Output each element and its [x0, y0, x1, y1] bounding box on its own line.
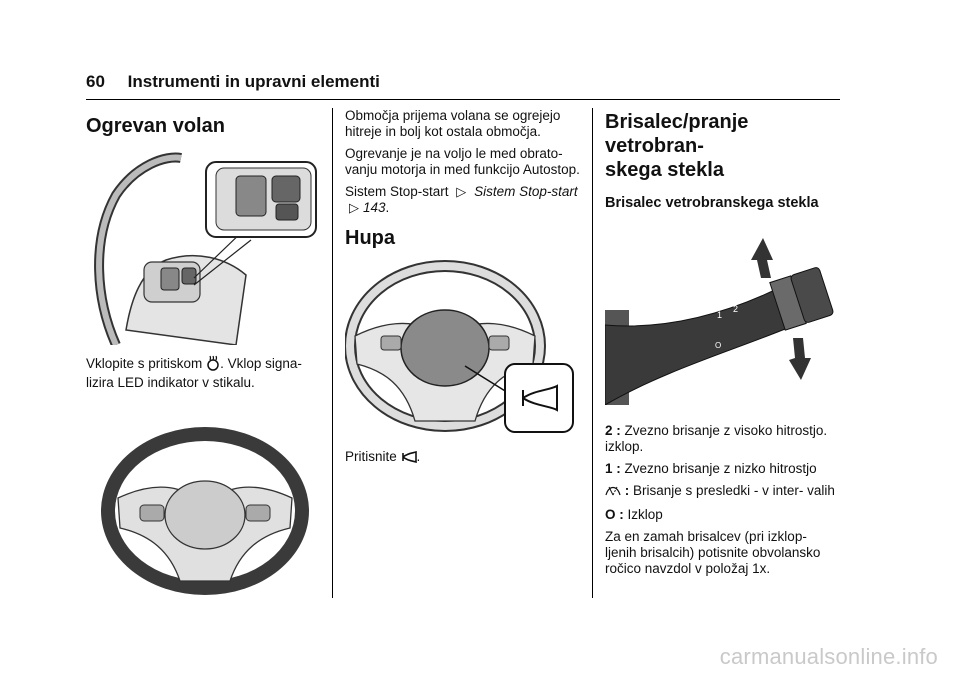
- list-item: O : Izklop: [605, 507, 840, 523]
- page-ref[interactable]: 143: [363, 200, 386, 215]
- heated-wheel-switch-illustration: [94, 152, 317, 345]
- paragraph-press-horn: Pritisnite .: [345, 449, 585, 467]
- page-number: 60: [86, 72, 105, 91]
- subheading-wiper: Brisalec vetrobranskega stekla: [605, 195, 819, 211]
- wiper-positions-list: 2 : Zvezno brisanje z visoko hitrostjo. …: [605, 423, 840, 523]
- heading-line-1: Brisalec/pranje vetrobran-: [605, 111, 749, 157]
- paragraph-single-wipe: Za en zamah brisalcev (pri izklop- ljeni…: [605, 529, 821, 576]
- header-rule: [86, 99, 840, 100]
- list-item-text: Zvezno brisanje z nizko hitrostjo: [624, 461, 817, 476]
- heading-heated-wheel: Ogrevan volan: [86, 115, 225, 137]
- column-2: Območja prijema volana se ogrejejo hitre…: [345, 108, 585, 473]
- paragraph-grip-zones: Območja prijema volana se ogrejejo hitre…: [345, 108, 561, 139]
- paragraph-heated-wheel: Vklopite s pritiskom . Vklop signa- lizi…: [86, 355, 324, 391]
- column-3: Brisalec/pranje vetrobran- skega stekla …: [605, 108, 840, 583]
- reference-arrow-icon-2: ▷: [349, 200, 359, 215]
- list-item-key: :: [624, 483, 630, 498]
- paragraph-heating-availability: Ogrevanje je na voljo le med obrato- van…: [345, 146, 580, 177]
- heading-horn: Hupa: [345, 227, 395, 249]
- column-1: Ogrevan volan Vklopite s pritiskom . Vkl…: [86, 108, 324, 598]
- page-header: 60 Instrumenti in upravni elementi: [86, 72, 380, 92]
- heated-steering-wheel-icon: [206, 355, 220, 375]
- section-title: Instrumenti in upravni elementi: [127, 72, 380, 91]
- reference-arrow-icon: ▷: [456, 184, 467, 199]
- link-stop-start[interactable]: Sistem Stop-start: [474, 184, 578, 199]
- list-item-text: Izklop: [627, 507, 663, 522]
- watermark: carmanualsonline.info: [719, 644, 938, 669]
- list-item-text: Zvezno brisanje z visoko hitrostjo. izkl…: [605, 423, 828, 454]
- wiper-lever-illustration: 1 2 O: [605, 238, 834, 405]
- steering-wheel-illustration: [101, 427, 309, 595]
- horn-icon: [401, 450, 417, 467]
- heading-wiper-washer: Brisalec/pranje vetrobran- skega stekla: [605, 110, 840, 182]
- text-pritisnite: Pritisnite: [345, 449, 397, 464]
- text-press: Vklopite s pritiskom: [86, 356, 203, 371]
- svg-text:O: O: [715, 341, 721, 350]
- column-divider-2: [592, 108, 593, 598]
- list-item: 1 : Zvezno brisanje z nizko hitrostjo: [605, 461, 840, 477]
- paragraph-stop-start: Sistem Stop-start ▷ Sistem Stop-start ▷ 1…: [345, 184, 578, 215]
- list-item-key: O :: [605, 507, 624, 522]
- list-item-text: Brisanje s presledki - v inter- valih: [633, 483, 835, 498]
- svg-text:1: 1: [717, 310, 722, 320]
- heading-line-2: skega stekla: [605, 159, 724, 181]
- text-stop-start: Sistem Stop-start: [345, 184, 449, 199]
- text-led-indicator-2: lizira LED indikator v stikalu.: [86, 375, 255, 390]
- list-item: 2 : Zvezno brisanje z visoko hitrostjo. …: [605, 423, 840, 455]
- text-led-indicator: . Vklop signa-: [220, 356, 302, 371]
- text-period: .: [416, 449, 421, 464]
- horn-wheel-illustration: [345, 260, 574, 433]
- list-item-key: 1 :: [605, 461, 621, 476]
- list-item-key: 2 :: [605, 423, 621, 438]
- svg-text:2: 2: [733, 304, 738, 314]
- intermittent-wiper-icon: [605, 483, 621, 501]
- list-item: : Brisanje s presledki - v inter- valih: [605, 483, 840, 501]
- column-divider-1: [332, 108, 333, 598]
